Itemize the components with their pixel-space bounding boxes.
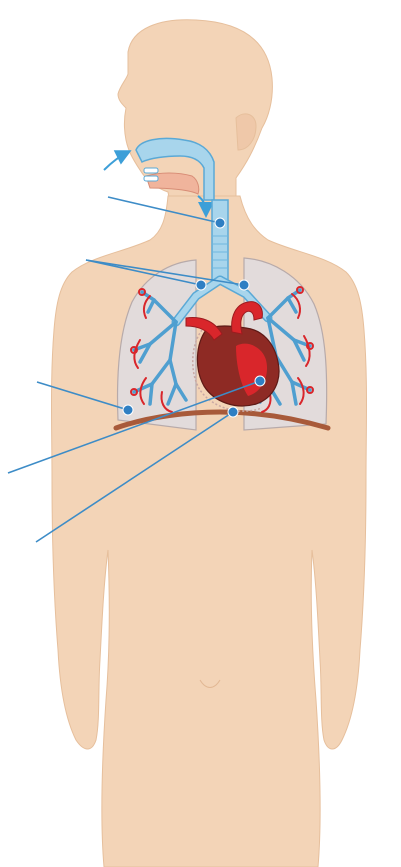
pleura-dot-icon bbox=[123, 405, 133, 415]
trachea-dot-icon bbox=[215, 218, 225, 228]
bronchi-left-dot-icon bbox=[196, 280, 206, 290]
bronchi-right-dot-icon bbox=[239, 280, 249, 290]
alveoli-dot-icon bbox=[255, 376, 265, 386]
torso bbox=[52, 196, 367, 867]
lip-lower bbox=[144, 176, 158, 181]
trachea bbox=[212, 200, 228, 280]
body-silhouette bbox=[52, 20, 367, 867]
lip-upper bbox=[144, 168, 158, 173]
air-inflow-arrow-icon bbox=[104, 152, 128, 170]
diaphragm-dot-icon bbox=[228, 407, 238, 417]
